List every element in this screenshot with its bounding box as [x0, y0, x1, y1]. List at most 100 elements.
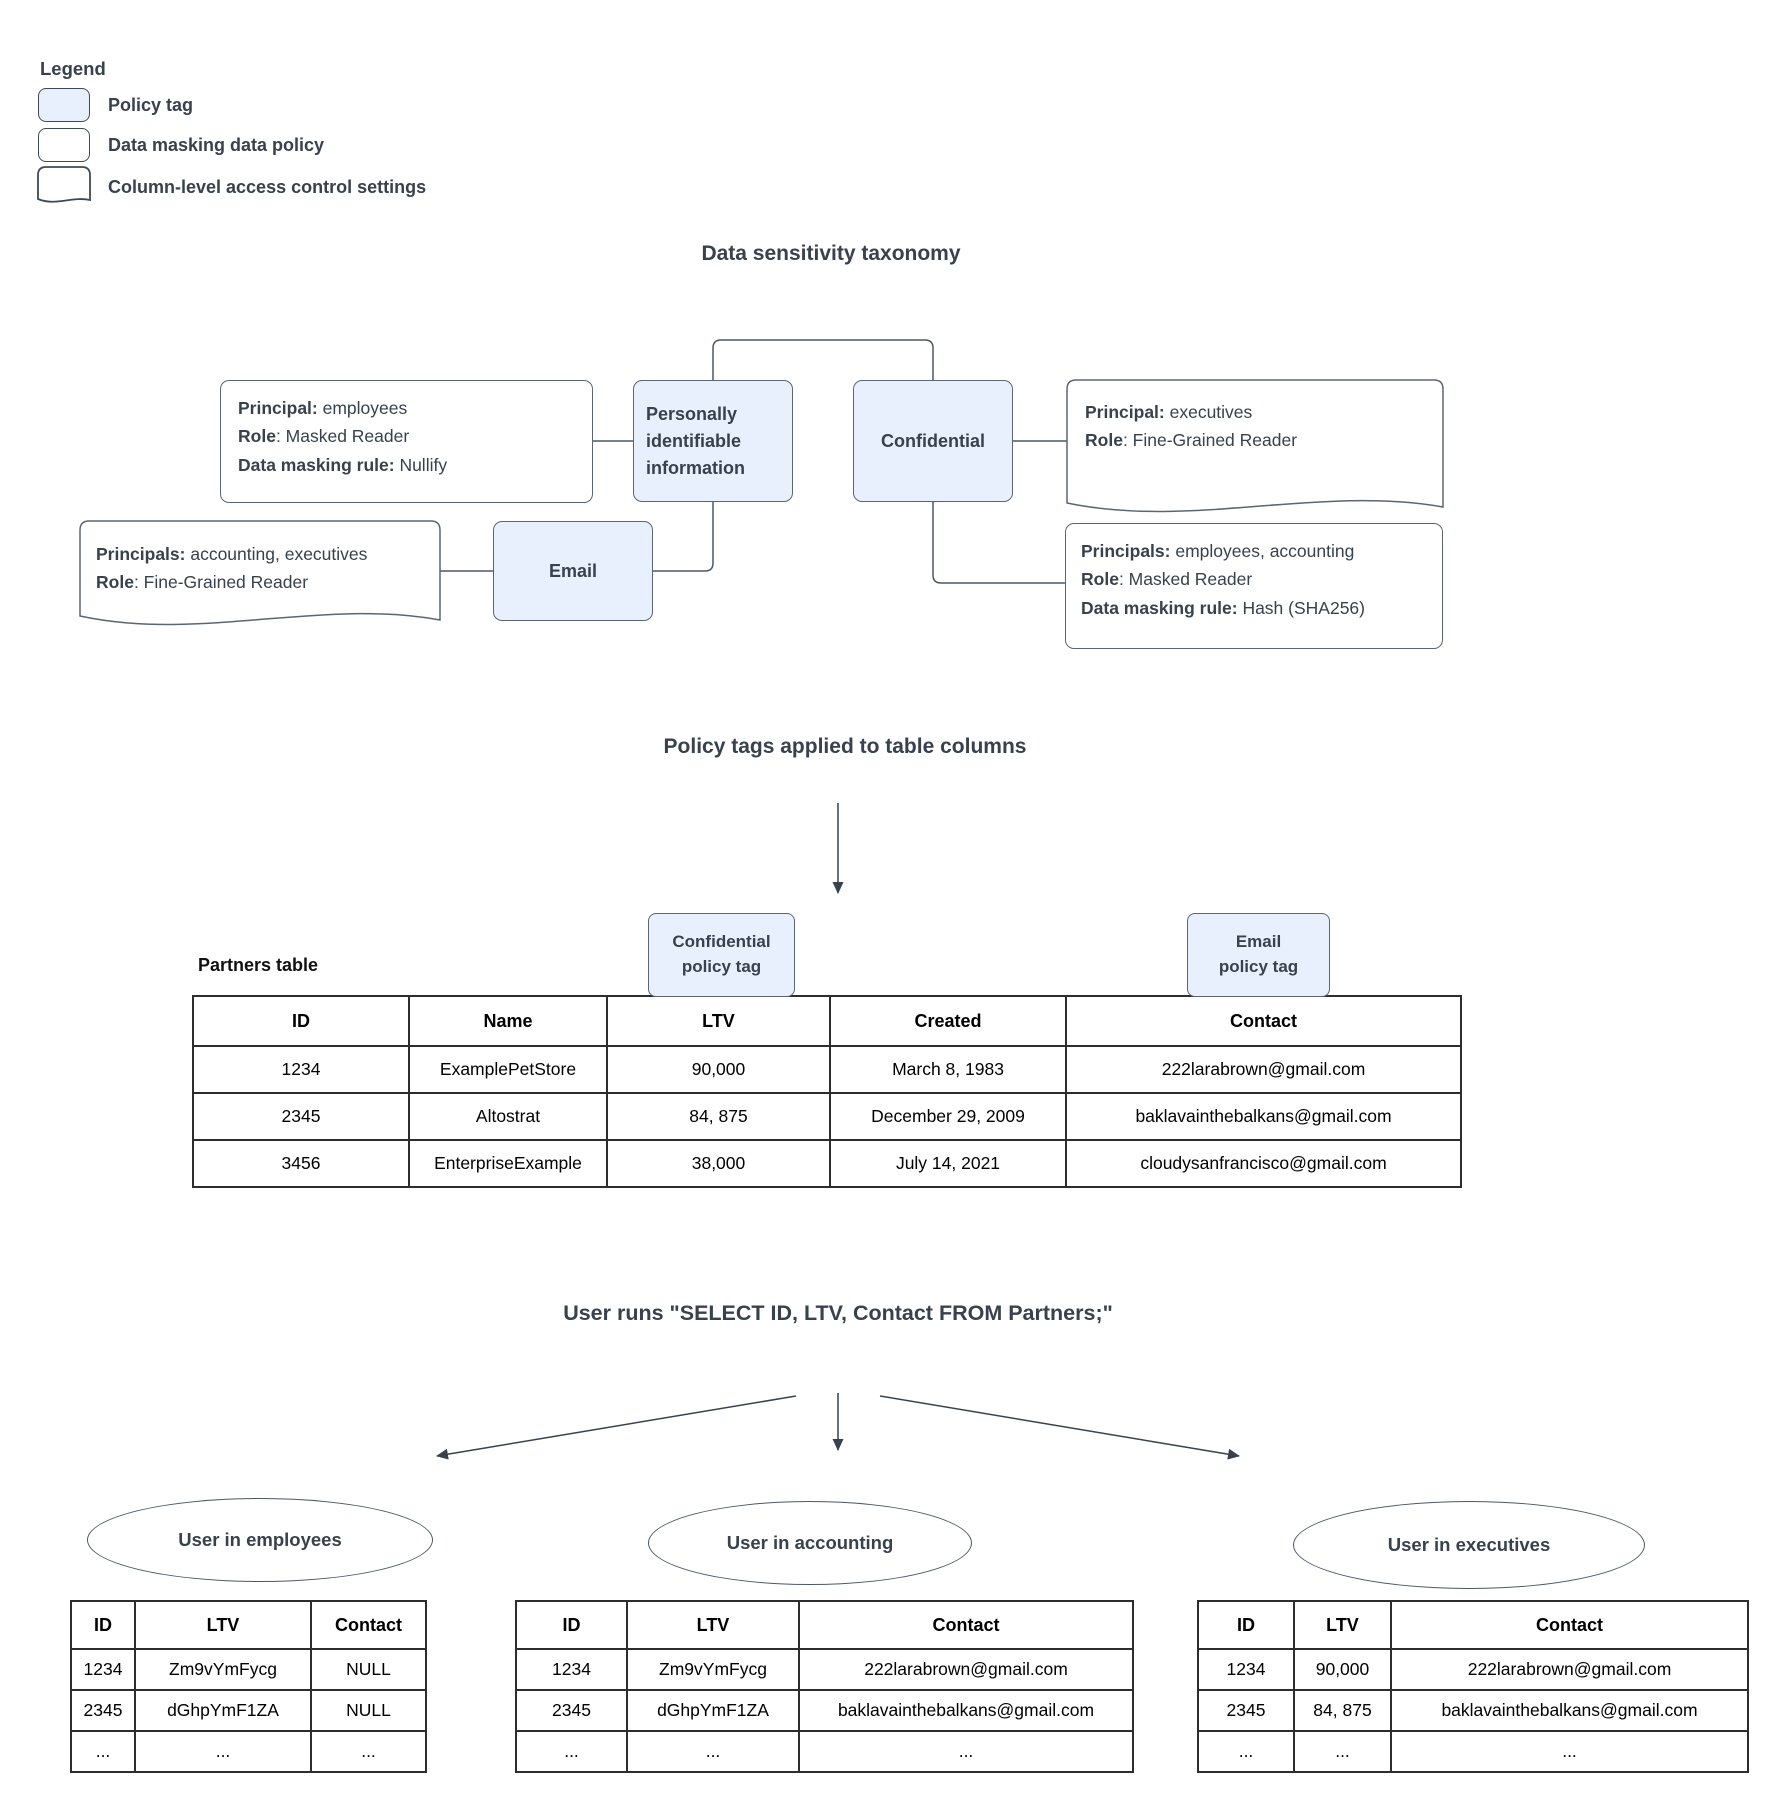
- cell: dGhpYmF1ZA: [134, 1689, 312, 1732]
- cell: ...: [515, 1730, 628, 1773]
- partners-row: 3456 EnterpriseExample 38,000 July 14, 2…: [192, 1139, 1462, 1188]
- acl-doc-executives: [1066, 379, 1444, 513]
- arrow-query-to-executives: [879, 1395, 1240, 1460]
- result-row: ... ... ...: [515, 1730, 1134, 1773]
- policy-line: Principals: employees, accounting: [1081, 541, 1355, 561]
- legend-item-data-masking: Data masking data policy: [108, 135, 325, 155]
- cell: 2345: [70, 1689, 136, 1732]
- partners-table-label: Partners table: [198, 955, 319, 975]
- header-contact: Contact: [1390, 1600, 1749, 1650]
- cell: NULL: [310, 1689, 427, 1732]
- header-row: ID LTV Contact: [70, 1600, 427, 1650]
- chip-email-policy-tag: Email policy tag: [1187, 913, 1330, 997]
- legend-item-policy-tag: Policy tag: [108, 95, 194, 115]
- policy-line: Principal: executives: [1085, 402, 1253, 422]
- cell: 2345: [515, 1689, 628, 1732]
- partners-header-created: Created: [829, 995, 1067, 1047]
- policy-box-employees-accounting-hash: [1065, 523, 1443, 649]
- cell: 1234: [70, 1648, 136, 1691]
- legend-policy-tag-swatch: [38, 88, 90, 122]
- partners-row: 1234 ExamplePetStore 90,000 March 8, 198…: [192, 1045, 1462, 1094]
- cell: 2345: [1197, 1689, 1295, 1732]
- result-row: 1234 Zm9vYmFycg NULL: [70, 1648, 427, 1691]
- cell: ...: [1197, 1730, 1295, 1773]
- cell: EnterpriseExample: [408, 1139, 608, 1188]
- cell: cloudysanfrancisco@gmail.com: [1065, 1139, 1462, 1188]
- chip-line: Confidential: [672, 932, 771, 952]
- cell: 222larabrown@gmail.com: [1390, 1648, 1749, 1691]
- policy-line: Data masking rule: Nullify: [238, 454, 448, 475]
- header-contact: Contact: [798, 1600, 1134, 1650]
- query-title: User runs "SELECT ID, LTV, Contact FROM …: [563, 1301, 1113, 1325]
- result-row: 1234 90,000 222larabrown@gmail.com: [1197, 1648, 1749, 1691]
- cell: July 14, 2021: [829, 1139, 1067, 1188]
- header-contact: Contact: [310, 1600, 427, 1650]
- cell: baklavainthebalkans@gmail.com: [1390, 1689, 1749, 1732]
- partners-header-row: ID Name LTV Created Contact: [192, 995, 1462, 1047]
- cell: 222larabrown@gmail.com: [798, 1648, 1134, 1691]
- cell: 1234: [515, 1648, 628, 1691]
- header-ltv: LTV: [134, 1600, 312, 1650]
- applied-title: Policy tags applied to table columns: [663, 735, 1027, 758]
- result-table-employees: ID LTV Contact 1234 Zm9vYmFycg NULL 2345…: [70, 1600, 427, 1773]
- cell: December 29, 2009: [829, 1092, 1067, 1141]
- cell: dGhpYmF1ZA: [626, 1689, 800, 1732]
- result-row: 1234 Zm9vYmFycg 222larabrown@gmail.com: [515, 1648, 1134, 1691]
- policy-box-employees-nullify: [220, 380, 593, 503]
- chip-line: policy tag: [1218, 957, 1299, 976]
- policy-line: Role: Masked Reader: [238, 426, 410, 447]
- cell: ...: [134, 1730, 312, 1773]
- cell: 3456: [192, 1139, 410, 1188]
- ellipse-user-in-employees: User in employees: [87, 1498, 433, 1582]
- chip-line: policy tag: [681, 957, 762, 976]
- cell: ...: [1390, 1730, 1749, 1773]
- legend-doc-swatch: [37, 166, 91, 203]
- ellipse-user-in-executives: User in executives: [1293, 1501, 1645, 1589]
- cell: Altostrat: [408, 1092, 608, 1141]
- header-row: ID LTV Contact: [515, 1600, 1134, 1650]
- ellipse-user-in-accounting: User in accounting: [648, 1501, 972, 1585]
- partners-header-contact: Contact: [1065, 995, 1462, 1047]
- chip-line: Email: [1235, 932, 1282, 952]
- policy-line: Principal: employees: [238, 398, 408, 418]
- connector-pii-confidential-bracket: [712, 339, 934, 380]
- cell: 222larabrown@gmail.com: [1065, 1045, 1462, 1094]
- cell: 2345: [192, 1092, 410, 1141]
- cell: 90,000: [606, 1045, 831, 1094]
- partners-header-ltv: LTV: [606, 995, 831, 1047]
- cell: NULL: [310, 1648, 427, 1691]
- policy-tag-node-confidential: Confidential: [853, 380, 1013, 502]
- header-id: ID: [515, 1600, 628, 1650]
- result-row: ... ... ...: [1197, 1730, 1749, 1773]
- cell: 84, 875: [1293, 1689, 1392, 1732]
- cell: ExamplePetStore: [408, 1045, 608, 1094]
- policy-line: Principals: accounting, executives: [96, 544, 368, 564]
- result-row: 2345 dGhpYmF1ZA NULL: [70, 1689, 427, 1732]
- partners-table: ID Name LTV Created Contact 1234 Example…: [192, 995, 1462, 1188]
- header-ltv: LTV: [1293, 1600, 1392, 1650]
- policy-line: Role: Fine-Grained Reader: [1085, 430, 1298, 451]
- policy-box-employees-accounting-hash-text: Principals: employees, accounting Role: …: [1081, 537, 1365, 622]
- acl-doc-executives-text: Principal: executives Role: Fine-Grained…: [1085, 398, 1297, 455]
- chip-confidential-policy-tag: Confidential policy tag: [648, 913, 795, 997]
- partners-row: 2345 Altostrat 84, 875 December 29, 2009…: [192, 1092, 1462, 1141]
- cell: Zm9vYmFycg: [626, 1648, 800, 1691]
- policy-box-employees-nullify-text: Principal: employees Role: Masked Reader…: [238, 394, 447, 479]
- result-row: 2345 dGhpYmF1ZA baklavainthebalkans@gmai…: [515, 1689, 1134, 1732]
- legend-data-masking-swatch: [38, 128, 90, 162]
- cell: 84, 875: [606, 1092, 831, 1141]
- cell: baklavainthebalkans@gmail.com: [1065, 1092, 1462, 1141]
- policy-line: Role: Fine-Grained Reader: [96, 572, 309, 593]
- policy-line: Data masking rule: Hash (SHA256): [1081, 597, 1365, 618]
- legend-title: Legend: [40, 58, 106, 79]
- cell: ...: [310, 1730, 427, 1773]
- result-table-executives: ID LTV Contact 1234 90,000 222larabrown@…: [1197, 1600, 1749, 1773]
- header-row: ID LTV Contact: [1197, 1600, 1749, 1650]
- acl-doc-accounting-executives: [79, 520, 441, 626]
- acl-doc-accounting-executives-text: Principals: accounting, executives Role:…: [96, 540, 367, 597]
- policy-tag-node-pii: Personally identifiable information: [633, 380, 793, 502]
- cell: March 8, 1983: [829, 1045, 1067, 1094]
- cell: 38,000: [606, 1139, 831, 1188]
